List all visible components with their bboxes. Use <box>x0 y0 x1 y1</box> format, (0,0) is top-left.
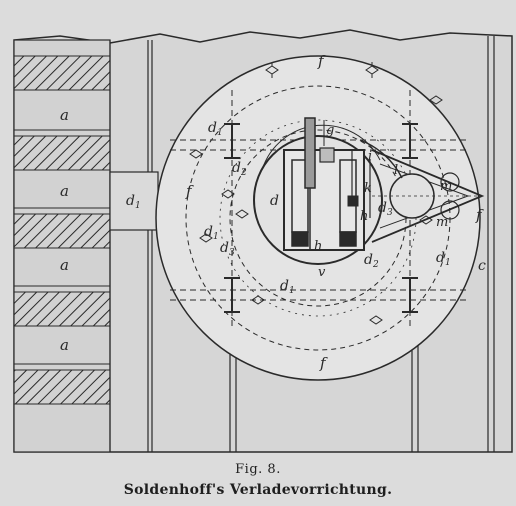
label-f-top: f <box>317 52 326 70</box>
label-d1-farright: d1 <box>436 250 451 268</box>
label-a-4: a <box>60 336 69 354</box>
label-c: c <box>478 258 486 274</box>
beam-ends <box>224 123 418 313</box>
label-m-bottom: m <box>436 215 448 230</box>
label-d1-lower: d1 <box>204 224 219 242</box>
label-i: i <box>368 149 372 164</box>
label-m-top: m <box>440 179 452 194</box>
wall-bracket <box>109 171 159 231</box>
label-d3-lower: d3 <box>220 240 235 258</box>
label-l: l <box>394 163 398 178</box>
label-v: v <box>318 265 326 280</box>
label-d2-right: d2 <box>364 252 379 270</box>
label-f-bottom: f <box>319 354 328 372</box>
label-d1-top: d1 <box>208 120 223 138</box>
label-f-left: f <box>185 182 194 200</box>
masonry-wall <box>14 39 111 452</box>
figure-number: Fig. 8. <box>235 462 281 477</box>
label-a-2: a <box>60 182 69 200</box>
label-f-right: f <box>475 206 484 224</box>
hoist-frame <box>283 117 371 251</box>
label-a-3: a <box>60 256 69 274</box>
hatched-bricks <box>14 55 111 405</box>
label-k: k <box>364 181 372 196</box>
boom-arm <box>359 139 485 243</box>
label-d2-left: d2 <box>232 160 247 178</box>
label-h-right: h <box>360 209 368 224</box>
fittings <box>189 62 443 325</box>
label-g: g <box>326 123 334 138</box>
label-a-1: a <box>60 106 69 124</box>
label-d: d <box>270 193 279 209</box>
diagram-labels: a a a a d1 f f f f d d1 d2 d1 d3 d1 d2 d… <box>60 52 486 372</box>
label-h-left: h <box>314 239 322 254</box>
figure-caption: Soldenhoff's Verladevorrichtung. <box>123 482 393 498</box>
label-d3-right: d3 <box>378 200 393 218</box>
label-d1-bracket: d1 <box>126 193 141 211</box>
label-d1-bottom: d1 <box>280 278 295 296</box>
